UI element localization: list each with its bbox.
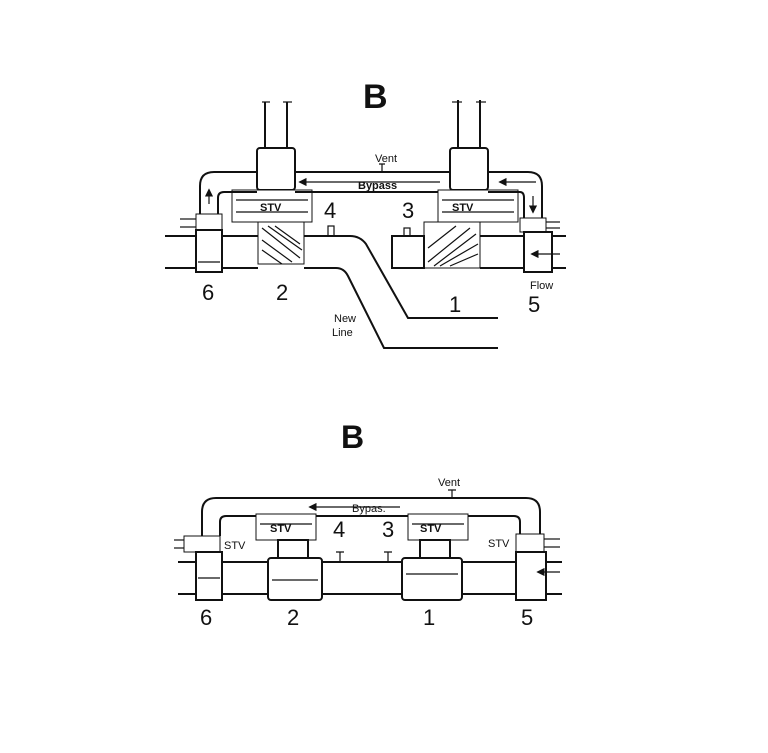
- top-bypass-label: Bypass: [358, 180, 397, 192]
- top-stv-left: STV: [260, 202, 282, 214]
- bottom-main-pipe: [178, 551, 562, 595]
- bottom-label-3: 3: [382, 517, 394, 542]
- bottom-vent-label: Vent: [438, 477, 460, 489]
- bottom-bypass-label: Bypas.: [352, 503, 386, 515]
- top-label-1: 1: [449, 292, 461, 317]
- top-new-line-label-2: Line: [332, 327, 353, 339]
- top-left-valve: [231, 147, 313, 265]
- top-right-valve: [423, 147, 519, 269]
- top-left-fitting: [180, 213, 223, 273]
- bottom-label-2: 2: [287, 605, 299, 630]
- top-label-4: 4: [324, 198, 336, 223]
- top-title: B: [363, 78, 388, 116]
- bottom-stv-right-side: STV: [488, 538, 510, 550]
- top-label-5: 5: [528, 292, 540, 317]
- top-right-stack: [452, 100, 486, 148]
- bottom-label-6: 6: [200, 605, 212, 630]
- bottom-stv-right-valve: STV: [420, 523, 442, 535]
- top-right-fitting: [519, 217, 560, 273]
- bottom-stv-left-valve: STV: [270, 523, 292, 535]
- bottom-label-4: 4: [333, 517, 345, 542]
- top-left-stack: [262, 101, 292, 148]
- bottom-diagram: B Bypas. Vent: [174, 419, 562, 630]
- top-diagram: B: [165, 78, 566, 349]
- bottom-label-1: 1: [423, 605, 435, 630]
- bottom-left-valve: [255, 513, 323, 601]
- bottom-stv-left-side: STV: [224, 540, 246, 552]
- top-vent-mark: [379, 163, 385, 172]
- bottom-vent-mark: [448, 489, 456, 498]
- bottom-bypass-pipe: [201, 497, 541, 536]
- top-label-3: 3: [402, 198, 414, 223]
- top-flow-label: Flow: [530, 280, 553, 292]
- top-stv-right: STV: [452, 202, 474, 214]
- bottom-title: B: [341, 419, 364, 455]
- top-new-line-label-1: New: [334, 313, 356, 325]
- bottom-right-fitting: [515, 533, 560, 601]
- top-main-pipe: [165, 225, 566, 349]
- bottom-label-5: 5: [521, 605, 533, 630]
- top-vent-label: Vent: [375, 153, 397, 165]
- bottom-right-valve: [401, 513, 469, 601]
- top-label-2: 2: [276, 280, 288, 305]
- bottom-left-fitting: [174, 535, 223, 601]
- top-bypass-pipe: [199, 171, 543, 228]
- top-label-6: 6: [202, 280, 214, 305]
